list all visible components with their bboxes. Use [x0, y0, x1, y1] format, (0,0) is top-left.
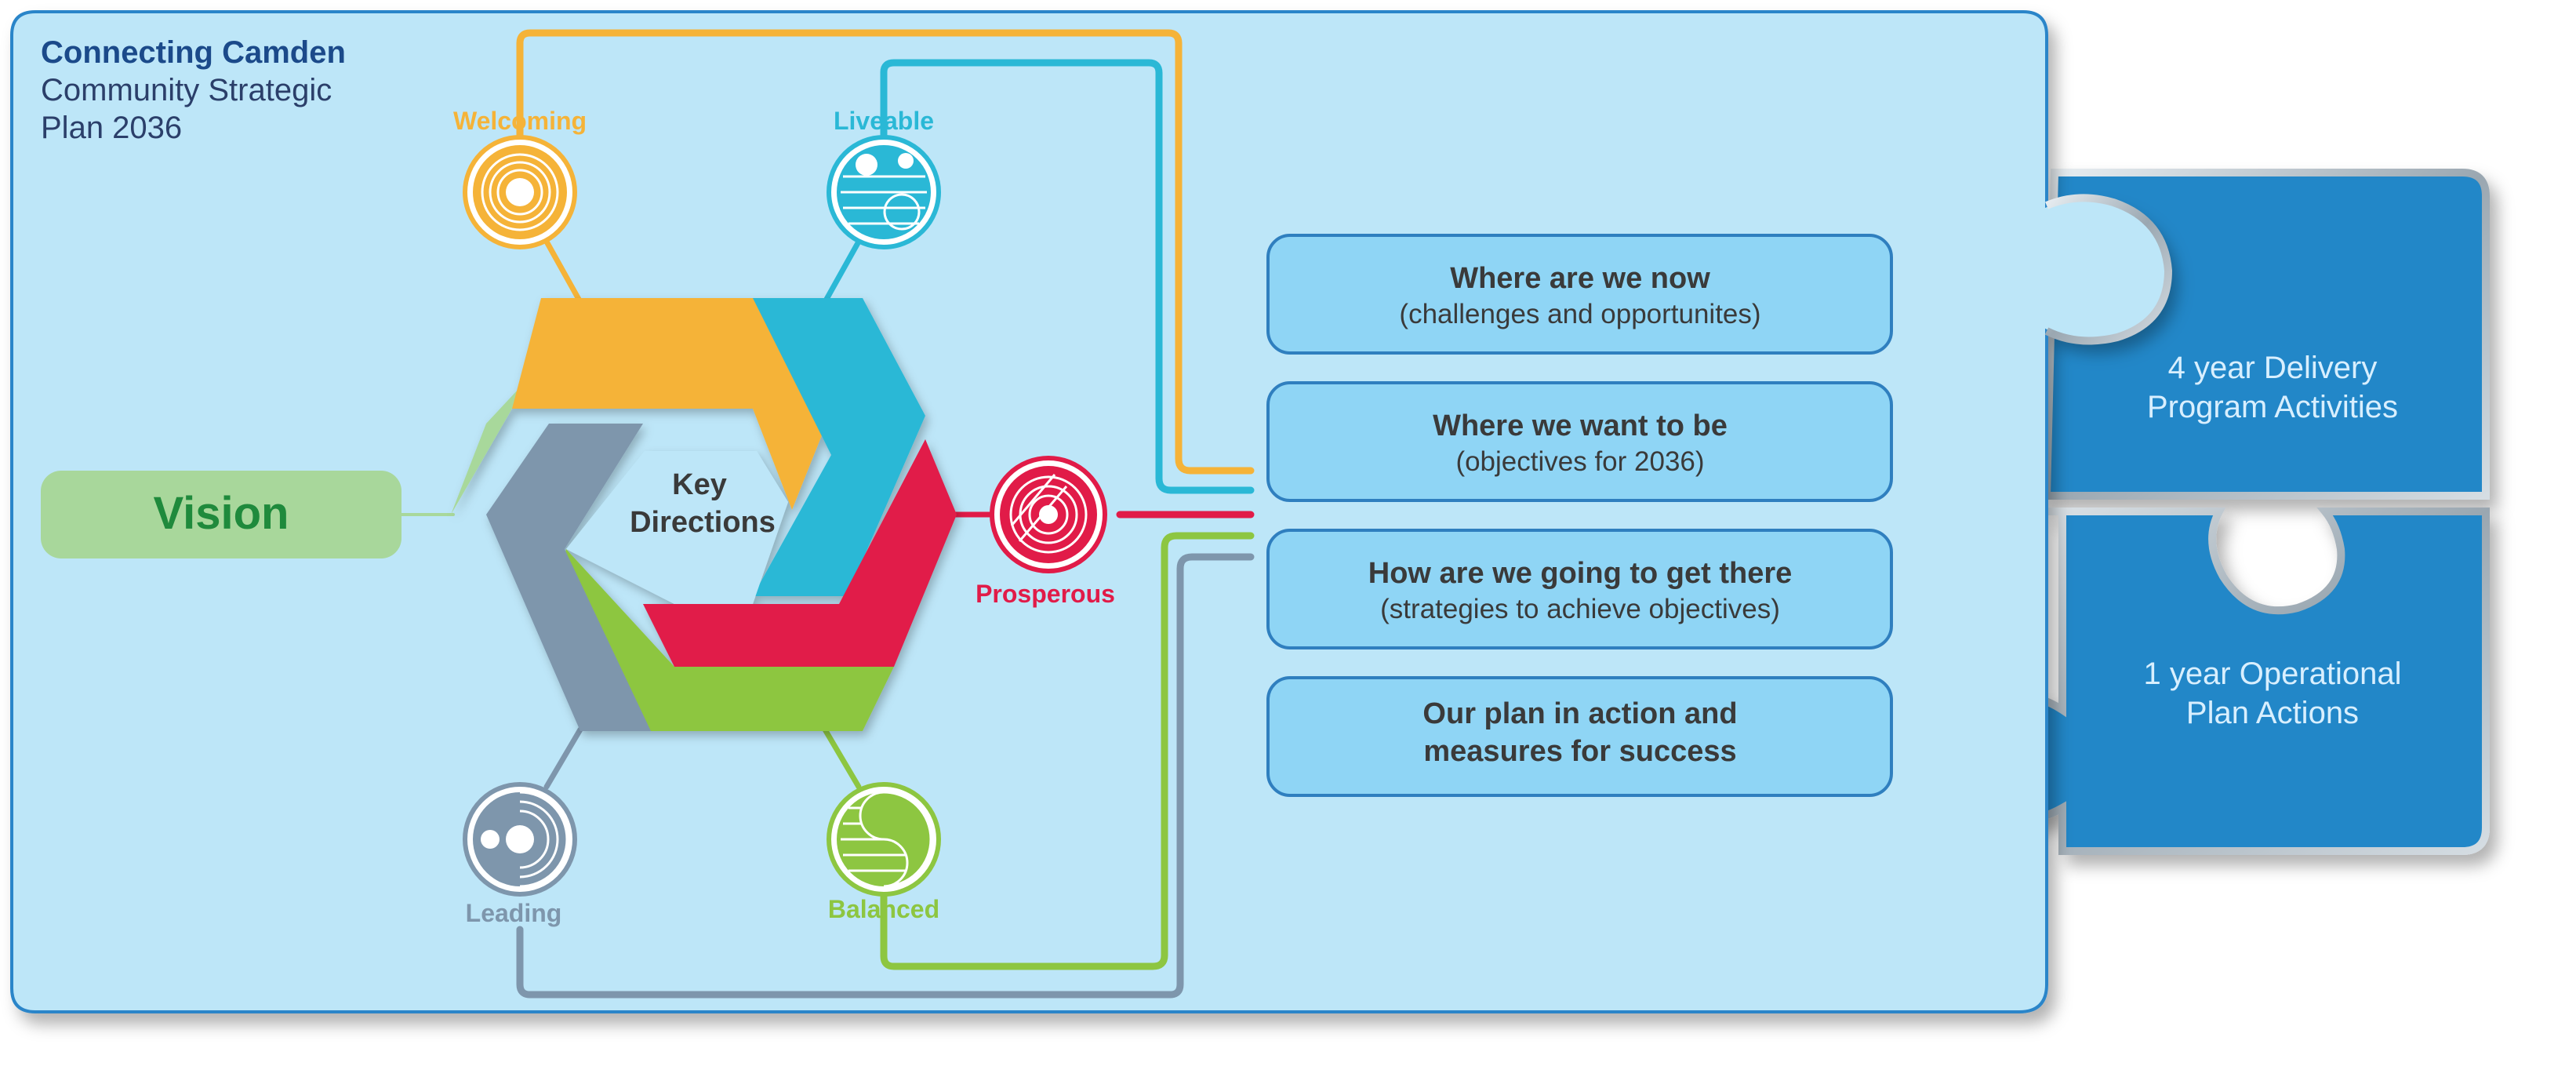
- liveable-label: Liveable: [834, 107, 934, 135]
- balanced-label: Balanced: [828, 895, 939, 923]
- page-subtitle-line-2: Plan 2036: [41, 111, 182, 145]
- step-4-title: Our plan in action and: [1422, 697, 1737, 730]
- step-box-3: How are we going to get there (strategie…: [1266, 529, 1893, 649]
- prosperous-label: Prosperous: [976, 580, 1115, 608]
- liveable-spoke: [822, 238, 862, 305]
- hex-segment-welcoming: [512, 298, 839, 510]
- step-2-title: Where we want to be: [1433, 409, 1728, 442]
- balanced-icon: [827, 782, 941, 897]
- operational-plan-line-1: 1 year Operational: [2143, 657, 2401, 691]
- leading-spoke: [543, 726, 583, 790]
- leading-connector: [516, 553, 1255, 999]
- welcoming-icon: [463, 135, 577, 249]
- key-directions-hexagon: [451, 298, 957, 731]
- liveable-icon: [827, 135, 941, 249]
- prosperous-icon: [990, 456, 1107, 573]
- hex-segment-liveable: [753, 298, 925, 596]
- delivery-program-line-2: Program Activities: [2147, 390, 2398, 424]
- balanced-connector: [880, 532, 1255, 970]
- step-1-title: Where are we now: [1450, 262, 1710, 295]
- key-directions-label-1: Key: [672, 468, 727, 501]
- leading-icon: [463, 782, 577, 897]
- welcoming-spoke: [543, 238, 583, 305]
- step-4-subtitle: measures for success: [1423, 735, 1736, 768]
- key-directions-label-2: Directions: [630, 506, 776, 539]
- puzzle-knob-edge: [2044, 194, 2173, 345]
- step-box-4: Our plan in action and measures for succ…: [1266, 676, 1893, 797]
- welcoming-label: Welcoming: [453, 107, 587, 135]
- step-3-subtitle: (strategies to achieve objectives): [1380, 594, 1780, 624]
- connector-lines: [400, 29, 1255, 999]
- leading-label: Leading: [466, 899, 562, 927]
- step-2-subtitle: (objectives for 2036): [1455, 446, 1704, 477]
- liveable-connector: [880, 59, 1255, 494]
- vision-label: Vision: [154, 488, 289, 539]
- operational-plan-line-2: Plan Actions: [2186, 696, 2359, 730]
- vision-box: Vision: [41, 471, 401, 558]
- hex-inner-hole: [566, 451, 788, 604]
- page-title: Connecting Camden: [41, 35, 346, 70]
- step-1-subtitle: (challenges and opportunites): [1399, 299, 1760, 329]
- hex-segment-balanced: [549, 549, 894, 731]
- step-box-1: Where are we now (challenges and opportu…: [1266, 234, 1893, 355]
- page-subtitle-line-1: Community Strategic: [41, 73, 332, 107]
- hex-segment-leading: [486, 424, 651, 731]
- step-3-title: How are we going to get there: [1368, 557, 1793, 590]
- welcoming-connector: [516, 29, 1255, 475]
- balanced-spoke: [822, 726, 862, 790]
- delivery-program-line-1: 4 year Delivery: [2168, 351, 2378, 385]
- hex-segment-prosperous: [643, 439, 957, 667]
- step-box-2: Where we want to be (objectives for 2036…: [1266, 381, 1893, 502]
